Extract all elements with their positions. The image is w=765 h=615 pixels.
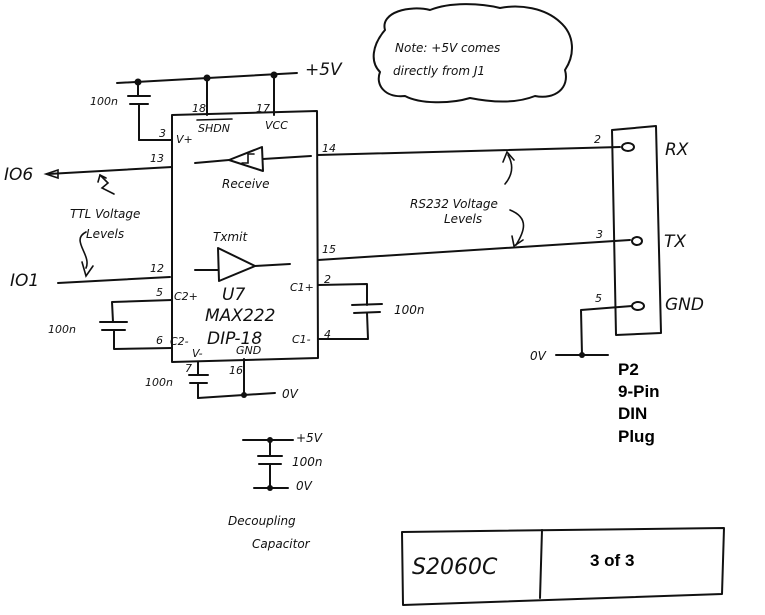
junction-dot [267,485,273,491]
decoupling-value: 100n [292,455,323,469]
receive-label: Receive [222,177,270,191]
pin-12-num: 12 [150,262,164,275]
chip-package: DIP-18 [207,329,262,349]
decoupling-minus-label: 0V [296,479,313,493]
ttl-label-line1: TTL Voltage [70,207,140,221]
pin-13-num: 13 [150,152,164,165]
io1-label: IO1 [10,271,39,291]
rs232-label-line2: Levels [444,212,482,226]
pin-gnd-name: GND [236,344,261,357]
conn-caption-2: 9-Pin [618,382,660,401]
conn-caption-1: P2 [618,360,639,379]
cap-vminus-value: 100n [145,376,173,389]
drawing-id: S2060C [412,555,498,580]
ttl-label-line2: Levels [86,227,124,241]
title-block: S2060C 3 of 3 [401,527,725,606]
pin-15-num: 15 [322,243,336,256]
pin-c1m-name: C1- [292,333,311,346]
decoupling-caption-2: Capacitor [252,537,311,551]
pin-c2m-name: C2- [170,335,189,348]
rs232-label-line1: RS232 Voltage [410,197,498,211]
chip-ref: U7 [222,285,245,305]
pin-17-num: 17 [256,102,270,115]
conn-pin-name-tx: TX [664,232,686,252]
pin-c2p-name: C2+ [174,290,198,303]
pin-shdn-name: SHDN [198,122,230,135]
decoupling-caption-1: Decoupling [228,514,296,528]
pin-3-num: 3 [159,127,166,140]
pin-2-chip-num: 2 [324,273,331,286]
rx-net: 14 [317,142,621,185]
tx-net: 15 [317,209,631,261]
c2-capacitor: 5 6 100n [48,286,173,350]
conn-pin-num-rx: 2 [594,133,601,146]
transmit-label: Txmit [213,230,248,244]
vcc-rail-label: +5V [305,60,343,80]
gnd-label: 0V [282,387,299,401]
sheet-number: 3 of 3 [590,551,634,570]
conn-pin-name-rx: RX [665,140,689,160]
pin-18-num: 18 [192,102,206,115]
pin-vcc-name: VCC [265,119,288,132]
vminus-gnd-net: 7 100n 16 0V [145,358,299,401]
conn-pin-num-gnd: 5 [595,292,602,305]
note-cloud: Note: +5V comes directly from J1 [372,3,573,104]
pin-vminus-name: V- [192,347,203,360]
cap-c1-value: 100n [394,303,425,317]
chip-part: MAX222 [205,306,275,326]
decoupling-capacitor: +5V 100n 0V Decoupling Capacitor [228,431,323,551]
conn-caption-3: DIN [618,404,647,423]
pin-4-chip-num: 4 [324,328,331,341]
pin-16-num: 16 [229,364,243,377]
io1-net: IO1 12 [10,262,171,291]
pin-6-num: 6 [156,334,163,347]
pin-5-num: 5 [156,286,163,299]
conn-pin-num-tx: 3 [596,228,603,241]
pin-rx-terminal [621,142,635,152]
cap-vplus-value: 100n [90,95,118,108]
junction-dot [241,392,247,398]
junction-dot [579,352,585,358]
conn-caption-4: Plug [618,427,655,446]
pin-c1p-name: C1+ [290,281,314,294]
ttl-annotation: TTL Voltage Levels [70,207,140,278]
note-line-1: Note: +5V comes [395,41,500,55]
pin-tx-terminal [631,236,643,246]
io6-net: IO6 13 [4,152,173,195]
pin-14-num: 14 [322,142,336,155]
io6-label: IO6 [4,165,33,185]
vcc-rail: +5V 100n [90,60,343,141]
c1-capacitor: 2 4 100n [317,273,425,341]
conn-gnd-label: 0V [530,349,547,363]
pin-gnd-terminal [631,301,645,311]
conn-pin-name-gnd: GND [665,295,704,315]
connector-p2: 2 3 5 RX TX GND 0V P2 9-Pin DIN Plug [530,125,704,446]
cap-c2-value: 100n [48,323,76,336]
pin-vplus-name: V+ [176,133,193,146]
decoupling-plus-label: +5V [296,431,323,445]
max222-chip: 18 17 SHDN VCC 3 V+ Receive Txmit U7 MAX… [159,102,319,363]
note-line-2: directly from J1 [393,64,485,78]
pin-7-num: 7 [185,362,192,375]
